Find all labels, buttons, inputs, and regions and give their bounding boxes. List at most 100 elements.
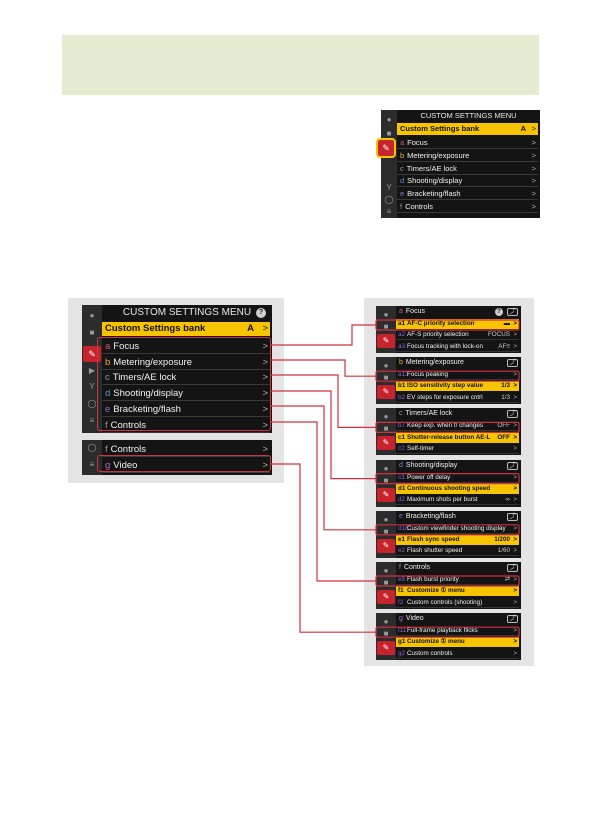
pencil-icon[interactable]: ✎ <box>376 138 396 158</box>
camera-icon[interactable]: ● <box>383 310 389 319</box>
my-menu-icon[interactable]: ≡ <box>386 207 392 216</box>
wrench-icon[interactable]: Y <box>89 382 95 391</box>
setting-value: 1/200 <box>494 536 510 544</box>
video-callout <box>97 455 271 472</box>
retouch-icon[interactable]: ◯ <box>384 195 394 204</box>
retouch-icon[interactable]: ◯ <box>87 399 97 408</box>
pencil-icon[interactable]: ✎ <box>377 385 395 400</box>
chevron-right-icon: > <box>513 433 517 441</box>
menu-letter: c <box>400 163 404 173</box>
pencil-icon[interactable]: ✎ <box>377 436 395 451</box>
submenu-callout <box>375 319 520 331</box>
video-camera-icon[interactable]: ■ <box>89 328 95 337</box>
retouch-icon[interactable]: ◯ <box>87 443 97 452</box>
menu-letter: d <box>400 176 405 186</box>
camera-icon[interactable]: ● <box>383 463 389 473</box>
back-icon[interactable]: ⤴ <box>507 461 518 470</box>
video-camera-icon[interactable]: ■ <box>383 578 389 587</box>
camera-icon[interactable]: ● <box>383 617 389 627</box>
pencil-icon[interactable]: ✎ <box>377 334 395 348</box>
camera-icon[interactable]: ● <box>383 361 389 371</box>
pencil-icon[interactable]: ✎ <box>377 590 395 604</box>
video-camera-icon[interactable]: ■ <box>383 475 389 485</box>
help-icon[interactable]: ? <box>256 308 266 318</box>
video-camera-icon[interactable]: ■ <box>383 526 389 536</box>
custom-settings-bank-row[interactable]: Custom Settings bank A > <box>102 322 270 336</box>
setting-value: 1/3 <box>501 393 510 401</box>
camera-icon[interactable]: ● <box>383 412 389 422</box>
chevron-right-icon: > <box>513 524 517 532</box>
chevron-right-icon: > <box>513 342 517 350</box>
wrench-icon[interactable]: Y <box>386 183 392 192</box>
back-icon[interactable]: ⤴ <box>507 564 518 572</box>
menu-letter: a <box>399 308 403 315</box>
camera-icon[interactable]: ● <box>383 514 389 524</box>
camera-icon[interactable]: ● <box>386 115 392 124</box>
camera-icon[interactable]: ● <box>383 566 389 575</box>
back-icon[interactable]: ⤴ <box>507 410 518 419</box>
video-camera-icon[interactable]: ■ <box>383 424 389 434</box>
playback-icon[interactable]: ▶ <box>88 366 96 375</box>
help-icon[interactable]: ? <box>495 308 503 316</box>
video-camera-icon[interactable]: ■ <box>383 373 389 383</box>
camera-icon[interactable]: ● <box>89 311 95 320</box>
bank-label: Custom Settings bank <box>400 124 480 133</box>
pencil-icon[interactable]: ✎ <box>377 487 395 502</box>
back-icon[interactable]: ⤴ <box>507 615 518 624</box>
setting-label: Keep exp. when f/ changes <box>407 422 483 430</box>
back-icon[interactable]: ⤴ <box>507 512 518 521</box>
video-camera-icon[interactable]: ■ <box>386 129 392 138</box>
custom-settings-bank-row[interactable]: Custom Settings bank A > <box>397 123 538 135</box>
my-menu-icon[interactable]: ≡ <box>89 416 95 425</box>
pencil-icon[interactable]: ✎ <box>377 641 395 656</box>
back-icon[interactable]: ⤴ <box>507 359 518 368</box>
setting-label: Focus tracking with lock-on <box>407 342 483 350</box>
back-icon[interactable]: ⤴ <box>507 308 518 316</box>
video-camera-icon[interactable]: ■ <box>383 629 389 639</box>
setting-label: Custom viewfinder shooting display <box>407 524 506 532</box>
video-camera-icon[interactable]: ■ <box>383 322 389 331</box>
pencil-icon[interactable]: ✎ <box>83 346 101 362</box>
menu-letter: g <box>105 460 111 471</box>
my-menu-icon[interactable]: ≡ <box>89 460 95 469</box>
pencil-icon[interactable]: ✎ <box>377 538 395 553</box>
